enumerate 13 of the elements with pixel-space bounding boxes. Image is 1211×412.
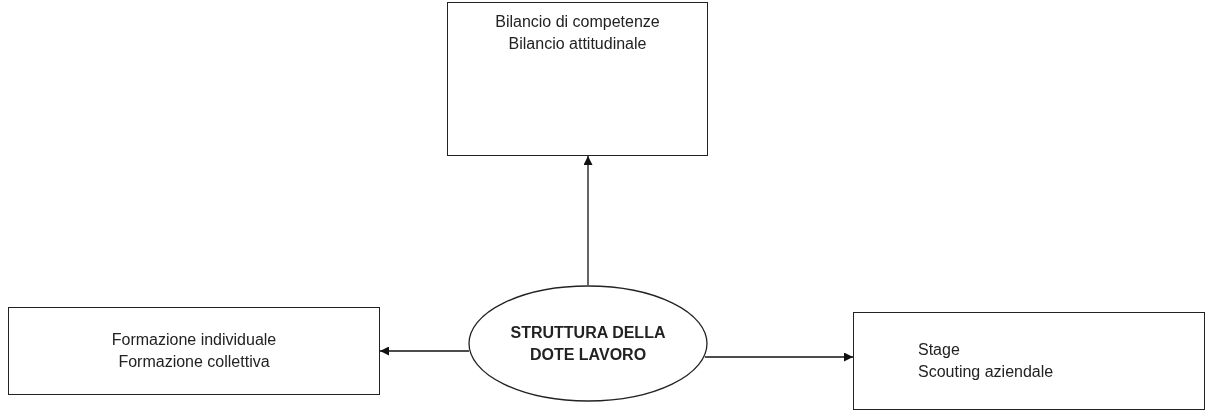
node-text: STRUTTURA DELLA DOTE LAVORO [509, 322, 667, 365]
node-text: Scouting aziendale [918, 362, 1054, 382]
text-box [447, 2, 708, 156]
node-text: Bilancio attitudinale [508, 34, 647, 54]
node-text: Bilancio di competenze [495, 12, 660, 32]
text-box [8, 307, 380, 395]
node-text: Formazione collettiva [118, 352, 270, 372]
node-text: Stage [918, 340, 960, 360]
arrow [379, 346, 470, 356]
node-text: Formazione individuale [111, 330, 277, 350]
arrow [704, 352, 854, 362]
arrow [583, 155, 593, 286]
text-box [853, 312, 1205, 410]
